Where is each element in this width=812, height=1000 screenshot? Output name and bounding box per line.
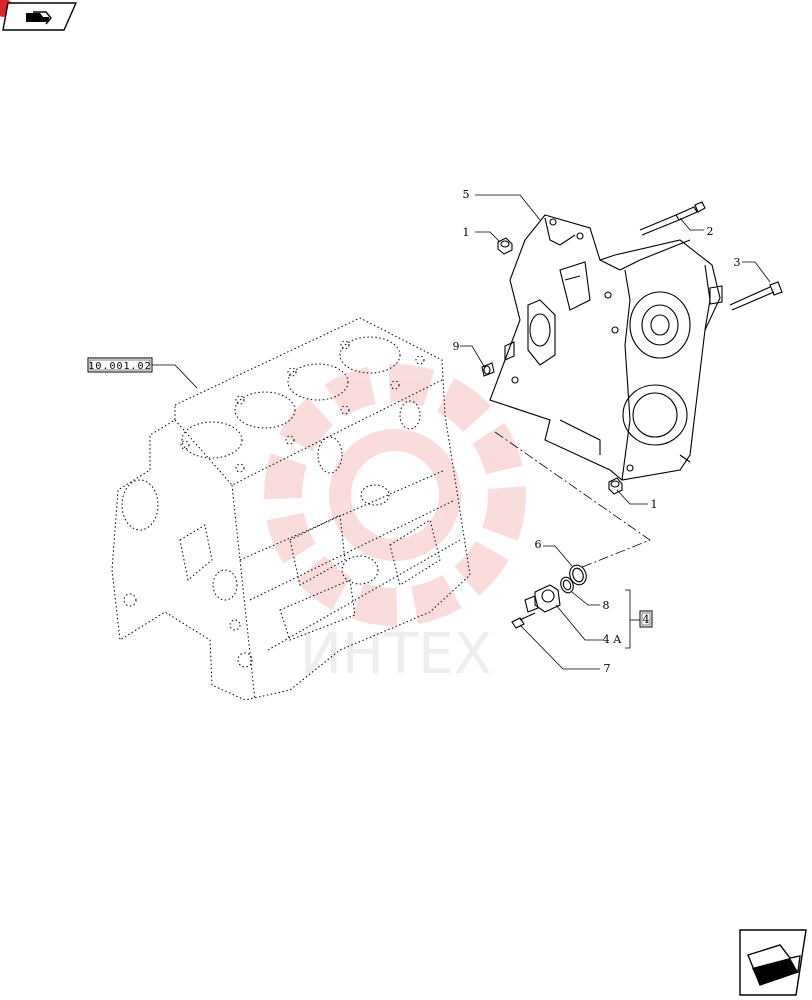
- callout-8: 8: [603, 599, 610, 612]
- callout-2: 2: [707, 225, 714, 238]
- bolt-2: [639, 201, 706, 236]
- callout-1-top: 1: [463, 226, 470, 239]
- dowel-pin-9: [481, 341, 515, 377]
- center-line: [494, 431, 651, 571]
- watermark-text: ИНТЕХ: [300, 622, 492, 687]
- screw-7: [511, 612, 536, 629]
- back-tab-button[interactable]: [0, 0, 78, 31]
- screw-1-bottom: [608, 477, 623, 495]
- callout-5: 5: [463, 188, 470, 201]
- callout-4-label: 4: [643, 613, 650, 626]
- callout-9: 9: [453, 340, 460, 353]
- leader-lines: [460, 194, 771, 670]
- front-plate: [489, 214, 723, 481]
- callout-6: 6: [535, 538, 542, 551]
- engine-block: [111, 317, 471, 701]
- callout-3: 3: [734, 256, 741, 269]
- callout-4a: 4 A: [603, 633, 622, 646]
- watermark: ИНТЕХ: [264, 364, 526, 687]
- reference-link-box[interactable]: 10.001.02: [87, 357, 153, 373]
- o-ring-6: [569, 564, 587, 586]
- callout-4-boxed[interactable]: 4: [639, 610, 653, 628]
- gear-watermark-icon: [264, 364, 526, 626]
- next-page-button[interactable]: [739, 929, 807, 996]
- bolt-3: [729, 281, 783, 311]
- screw-1-top: [497, 237, 513, 255]
- reference-label: 10.001.02: [88, 361, 151, 372]
- reference-leader: [152, 364, 198, 389]
- sensor-4a: [524, 584, 561, 613]
- arrow-icon: [33, 11, 52, 25]
- callout-1-bottom: 1: [651, 498, 658, 511]
- callout-7: 7: [604, 662, 611, 675]
- arrow-shadow-icon: [752, 958, 798, 985]
- gear-hub-watermark-icon: [329, 429, 461, 561]
- seal-8: [560, 576, 574, 594]
- folder-icon: [26, 13, 49, 22]
